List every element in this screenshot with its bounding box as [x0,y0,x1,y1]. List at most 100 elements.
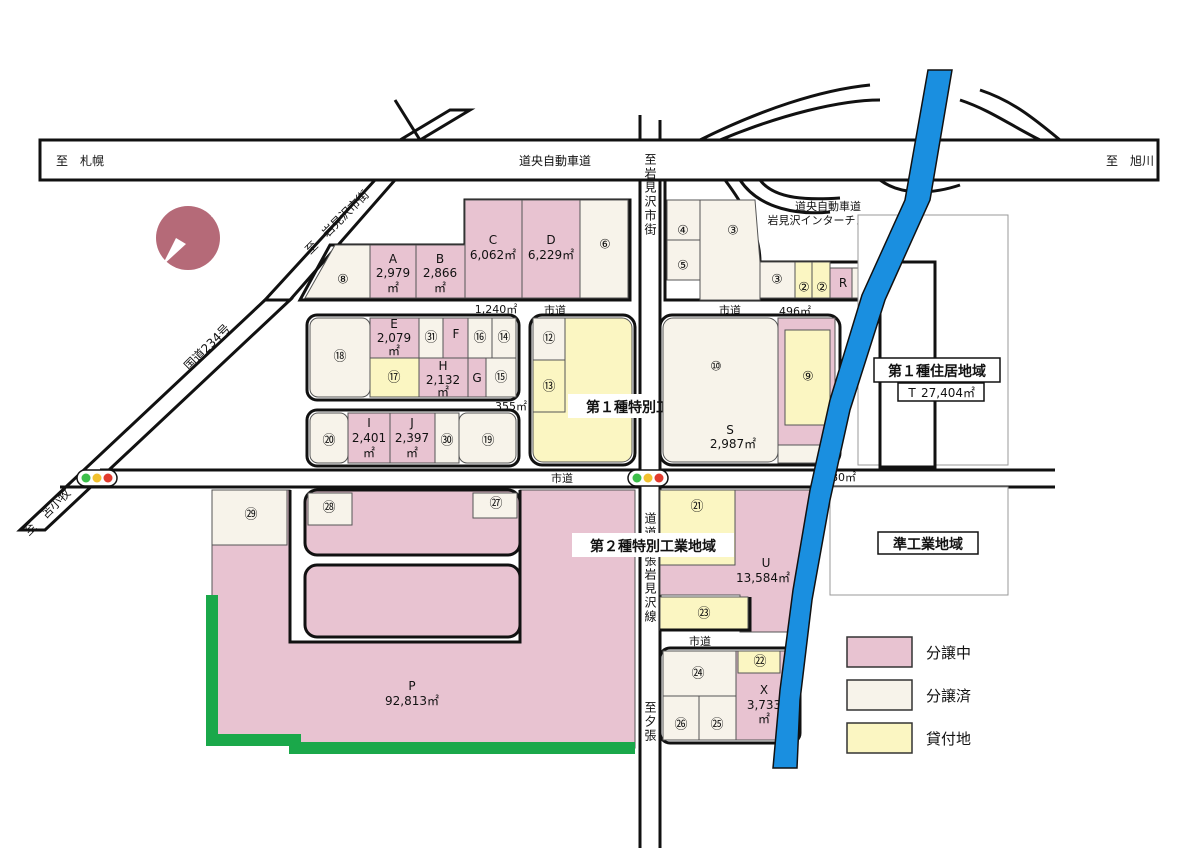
lot-x-unit: ㎡ [758,712,770,726]
lot-21: ㉑ [690,500,703,515]
svg-text:道道夕張岩見沢線: 道道夕張岩見沢線 [643,512,657,624]
lot-2b: ② [816,281,828,296]
lot-30: ㉚ [440,434,453,449]
lot-e-area: 2,079 [377,331,411,345]
lot-f-area: 1,240㎡ [475,303,518,316]
to-yubari-label: 至夕張 [643,701,657,743]
lot-18: ⑱ [333,350,346,365]
lot-s-area: 2,987㎡ [710,437,756,451]
lot-c-name: C [489,233,497,247]
lot-b-unit: ㎡ [434,281,446,295]
lot-23: ㉓ [697,607,710,622]
lot-24: ㉔ [691,667,704,682]
lot-20: ⑳ [322,434,335,449]
lot-2a: ② [798,281,810,296]
lot-u-area: 13,584㎡ [736,571,790,585]
lot-b-area: 2,866 [423,266,457,280]
svg-text:N: N [211,210,218,220]
lot-25: ㉕ [710,718,723,733]
legend-label-selling: 分譲中 [926,644,971,662]
lot-p-area: 92,813㎡ [385,694,439,708]
lot-p-name: P [408,679,415,693]
lot-x-name: X [760,683,768,697]
iwamizawa-road [261,178,399,302]
lot-31: ㉛ [424,331,437,346]
lot-i-unit: ㎡ [363,446,375,460]
legend-swatch-lease [846,722,913,754]
block-efgh [305,313,521,402]
svg-text:至夕張: 至夕張 [643,701,657,743]
lot-28: ㉘ [322,501,335,516]
lot-d-name: D [546,233,555,247]
lot-12: ⑫ [542,332,555,347]
lot-5: ⑤ [677,259,689,274]
zone-label-residential-1: 第１種住居地域 [873,357,1001,383]
lot-j-name: J [409,416,414,430]
lot-26: ㉖ [674,718,687,733]
expressway [38,138,1160,182]
traffic-signal-center [627,469,669,487]
lot-a-name: A [389,252,398,266]
block-special-industrial-1 [528,313,637,467]
svg-text:第２種特別工業地域: 第２種特別工業地域 [590,538,716,555]
block-north-east [663,178,882,302]
lot-s-name: S [726,423,734,437]
lot-10: ⑩ [710,360,722,375]
to-sapporo-label: 至 札幌 [56,153,104,168]
compass-icon: N [156,206,220,270]
lot-j-unit: ㎡ [406,446,418,460]
lot-13: ⑬ [542,380,555,395]
lot-a-area: 2,979 [376,266,410,280]
river [772,69,953,769]
block-p [206,488,636,754]
lot-4: ④ [677,224,689,239]
lot-r-name: R [839,276,847,290]
lot-i-name: I [367,416,371,430]
lot-8: ⑧ [337,273,349,288]
lot-19: ⑲ [481,434,494,449]
lot-29: ㉙ [244,508,257,523]
lot-b-name: B [436,252,444,266]
svg-text:T: T [907,386,916,400]
lot-i-area: 2,401 [352,431,386,445]
zone-label-semi-industrial: 準工業地域 [877,531,979,555]
to-asahikawa-label: 至 旭川 [1106,154,1154,168]
lot-16: ⑯ [473,331,486,346]
lot-3a: ③ [727,224,739,239]
interchange-label-1: 道央自動車道 [795,199,861,213]
lot-g-name: G [472,371,481,385]
lot-6: ⑥ [599,238,611,253]
lot-15: ⑮ [494,371,507,386]
legend-swatch-sold [846,679,913,711]
lot-t-label: T 27,404㎡ [897,382,985,402]
interchange-ramps [393,83,1061,215]
svg-text:27,404㎡: 27,404㎡ [921,386,975,400]
iwamizawa-vertical-label: 至岩見沢市街 [643,153,657,237]
lot-h-unit: ㎡ [437,385,449,399]
zone-label-special-industrial-2: 第２種特別工業地域 [572,533,734,557]
svg-text:至岩見沢市街: 至岩見沢市街 [643,153,657,237]
lot-h-name: H [438,359,447,373]
lot-x-area: 3,733 [747,698,781,712]
expressway-label: 道央自動車道 [519,154,591,168]
block-ij [305,408,521,468]
traffic-signal-west [76,469,118,487]
legend-swatch-selling [846,636,913,668]
legend: 分譲中 分譲済 貸付地 [846,636,971,754]
block-u [659,489,826,633]
lot-3b: ③ [771,273,783,288]
lot-14: ⑭ [497,331,510,346]
svg-text:準工業地域: 準工業地域 [893,536,963,553]
lot-e-name: E [390,317,398,331]
lot-f-name: F [453,327,460,341]
svg-text:第１種住居地域: 第１種住居地域 [888,363,986,380]
lot-c-area: 6,062㎡ [470,248,516,262]
lot-j-area: 2,397 [395,431,429,445]
city-road-label-1: 市道 [551,471,573,485]
lot-h-area: 2,132 [426,373,460,387]
lot-u-name: U [762,556,771,570]
block-north-west [297,198,632,302]
city-road-label-4: 市道 [689,634,711,648]
lot-9: ⑨ [802,370,814,385]
